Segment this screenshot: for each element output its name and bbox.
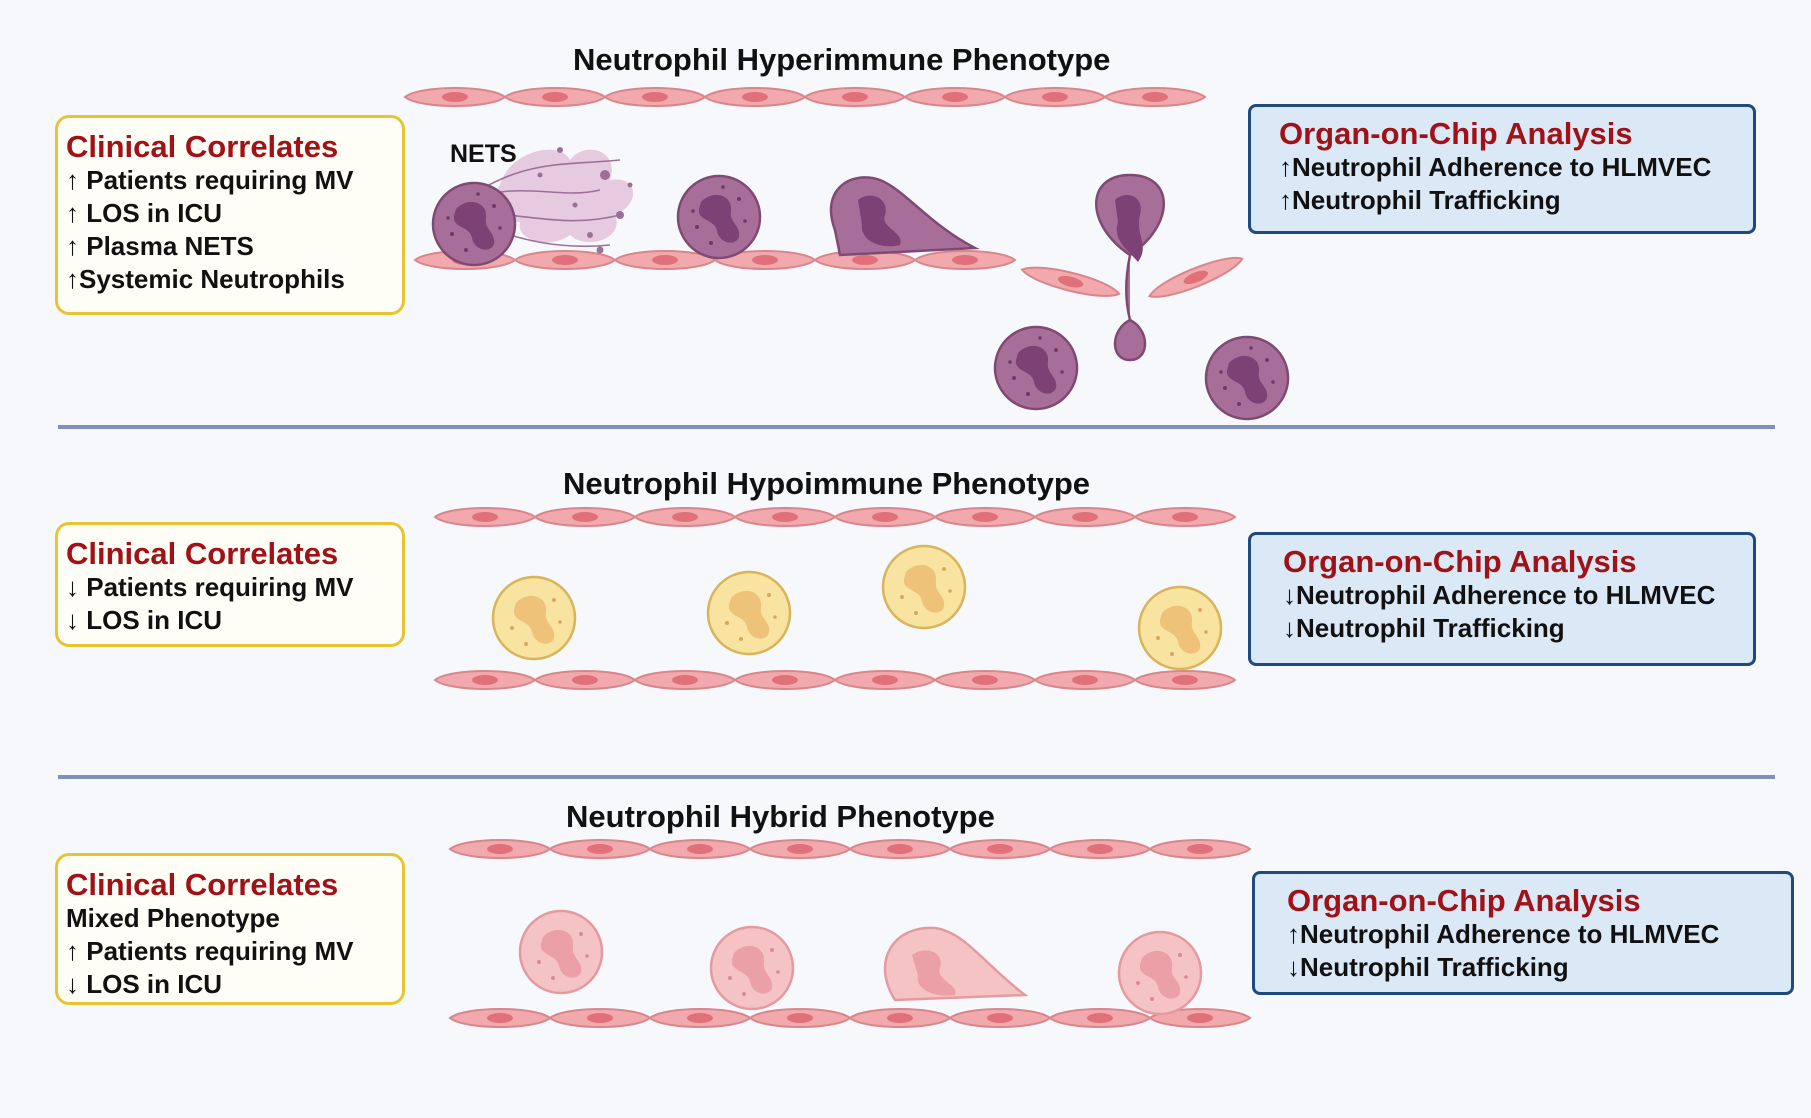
organ-line: ↓Neutrophil Trafficking xyxy=(1283,613,1565,643)
neutrophil-extravasated-2 xyxy=(1204,335,1290,421)
vessel-top-wall-hybrid xyxy=(449,839,1251,859)
clinical-line: ↓ LOS in ICU xyxy=(66,605,222,635)
nets-cloud xyxy=(469,147,634,254)
neutrophil-hybrid-3 xyxy=(1117,930,1203,1016)
panel-title-hypo: Neutrophil Hypoimmune Phenotype xyxy=(563,466,1091,501)
clinical-heading: Clinical Correlates xyxy=(66,867,339,902)
neutrophil-hybrid-2 xyxy=(709,925,795,1011)
vessel-bottom-wall-hypo xyxy=(434,670,1236,690)
neutrophil-spreading xyxy=(829,176,980,257)
vessel-top-wall-hypo xyxy=(434,507,1236,527)
organ-on-chip-box-hyper: Organ-on-Chip Analysis ↑Neutrophil Adher… xyxy=(1248,104,1756,234)
clinical-correlates-box-hyper: Clinical Correlates ↑ Patients requiring… xyxy=(55,115,405,315)
clinical-heading: Clinical Correlates xyxy=(66,536,339,571)
clinical-line: Mixed Phenotype xyxy=(66,903,280,933)
nets-label: NETS xyxy=(450,140,517,168)
clinical-line: ↓ LOS in ICU xyxy=(66,969,222,999)
neutrophil-adherent-1 xyxy=(676,174,762,260)
vessel-bottom-wall-hyper xyxy=(414,249,1247,306)
panel-title-hyper: Neutrophil Hyperimmune Phenotype xyxy=(573,42,1111,77)
organ-heading: Organ-on-Chip Analysis xyxy=(1287,883,1641,918)
organ-on-chip-box-hypo: Organ-on-Chip Analysis ↓Neutrophil Adher… xyxy=(1248,532,1756,666)
clinical-line: ↑ Patients requiring MV xyxy=(66,165,354,195)
clinical-line: ↑ Plasma NETS xyxy=(66,231,254,261)
vessel-top-wall-hyper xyxy=(404,87,1206,107)
neutrophil-extravasated-1 xyxy=(993,325,1079,411)
neutrophil-hypo-2 xyxy=(706,570,792,656)
clinical-heading: Clinical Correlates xyxy=(66,129,339,164)
neutrophil-hybrid-spreading xyxy=(883,926,1029,1002)
clinical-line: ↑Systemic Neutrophils xyxy=(66,264,345,294)
organ-heading: Organ-on-Chip Analysis xyxy=(1279,116,1633,151)
clinical-correlates-box-hybrid: Clinical Correlates Mixed Phenotype ↑ Pa… xyxy=(55,853,405,1005)
organ-line: ↑Neutrophil Trafficking xyxy=(1279,185,1561,215)
organ-line: ↑Neutrophil Adherence to HLMVEC xyxy=(1287,919,1720,949)
clinical-correlates-box-hypo: Clinical Correlates ↓ Patients requiring… xyxy=(55,522,405,647)
neutrophil-nets-releasing xyxy=(431,181,517,267)
organ-line: ↑Neutrophil Adherence to HLMVEC xyxy=(1279,152,1712,182)
panel-title-hybrid: Neutrophil Hybrid Phenotype xyxy=(566,799,995,834)
clinical-line: ↓ Patients requiring MV xyxy=(66,572,354,602)
neutrophil-transmigrating xyxy=(1095,173,1165,362)
organ-line: ↓Neutrophil Trafficking xyxy=(1287,952,1569,982)
organ-heading: Organ-on-Chip Analysis xyxy=(1283,544,1637,579)
neutrophil-hypo-3 xyxy=(881,544,967,630)
vessel-bottom-wall-hybrid xyxy=(449,1008,1251,1028)
clinical-line: ↑ Patients requiring MV xyxy=(66,936,354,966)
organ-line: ↓Neutrophil Adherence to HLMVEC xyxy=(1283,580,1716,610)
neutrophil-hypo-4 xyxy=(1137,585,1223,671)
neutrophil-hybrid-1 xyxy=(518,909,604,995)
clinical-line: ↑ LOS in ICU xyxy=(66,198,222,228)
neutrophil-hypo-1 xyxy=(491,575,577,661)
organ-on-chip-box-hybrid: Organ-on-Chip Analysis ↑Neutrophil Adher… xyxy=(1252,871,1794,995)
